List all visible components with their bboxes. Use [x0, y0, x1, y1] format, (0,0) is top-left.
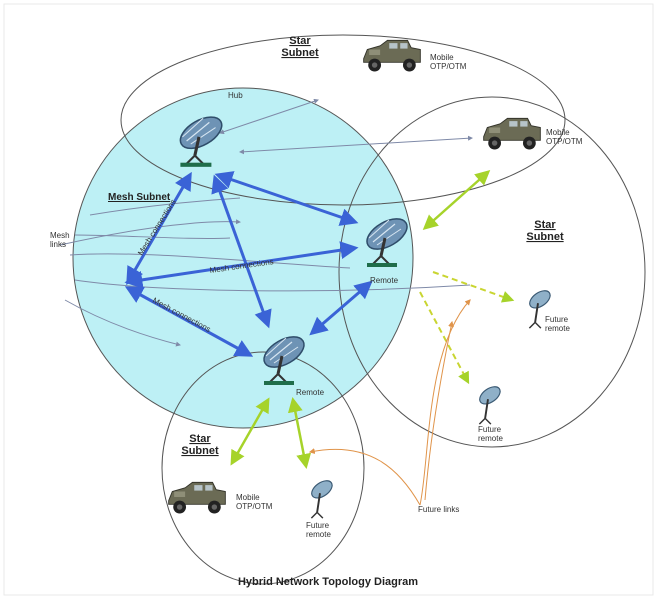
future-link-curves	[308, 299, 471, 506]
future-links-label: Future links	[418, 505, 459, 514]
hub-label: Hub	[228, 91, 243, 100]
star-links	[230, 170, 491, 469]
diagram-caption: Hybrid Network Topology Diagram	[238, 576, 418, 588]
mesh-connection-arrows	[124, 171, 373, 357]
future-star-links	[419, 271, 515, 385]
mesh-subnet-label: Mesh Subnet	[108, 192, 171, 203]
hub-mobile-right-link	[239, 135, 473, 155]
remote-center-label: Remote	[296, 388, 325, 397]
star-subnet-bottom-ellipse	[161, 351, 365, 585]
hub-mobile-top-link	[219, 98, 319, 135]
remote-right-label: Remote	[370, 276, 399, 285]
